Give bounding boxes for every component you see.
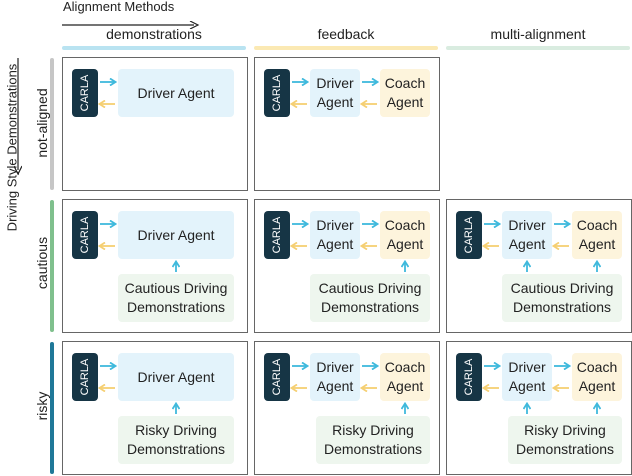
driver-agent-box: Driver Agent [310, 69, 360, 117]
risky-demonstrations-label: Risky Driving Demonstrations [515, 422, 615, 457]
driver-agent-box: Driver Agent [118, 211, 234, 259]
carla-box: CARLA [264, 211, 290, 259]
y-axis-arrow [13, 58, 23, 183]
coach-agent-label: Coach Agent [384, 75, 426, 110]
driver-agent-label: Driver Agent [137, 84, 215, 101]
driver-agent-label: Driver Agent [137, 226, 215, 243]
row-header-not-aligned: not-aligned [34, 88, 50, 158]
column-bar-demonstrations [62, 46, 246, 50]
carla-label: CARLA [79, 216, 91, 254]
carla-box: CARLA [72, 69, 98, 117]
x-axis-arrow [62, 16, 202, 34]
driver-agent-label: Driver Agent [316, 217, 354, 252]
column-bar-multi-alignment [446, 46, 630, 50]
column-header-demonstrations: demonstrations [106, 26, 202, 42]
driver-agent-label: Driver Agent [508, 359, 546, 394]
risky-demonstrations-box: Risky Driving Demonstrations [118, 416, 234, 464]
coach-agent-box: Coach Agent [380, 69, 430, 117]
driver-agent-label: Driver Agent [508, 217, 546, 252]
coach-agent-box: Coach Agent [380, 211, 430, 259]
row-bar-not-aligned [50, 58, 54, 190]
driver-agent-label: Driver Agent [137, 368, 215, 385]
coach-agent-label: Coach Agent [576, 359, 618, 394]
risky-demonstrations-box: Risky Driving Demonstrations [316, 416, 430, 464]
row-bar-cautious [50, 200, 54, 332]
coach-agent-box: Coach Agent [380, 353, 430, 401]
driver-agent-box: Driver Agent [502, 353, 552, 401]
driver-agent-label: Driver Agent [316, 75, 354, 110]
driver-agent-box: Driver Agent [118, 353, 234, 401]
cautious-demonstrations-box: Cautious Driving Demonstrations [118, 274, 234, 322]
row-header-cautious: cautious [34, 236, 50, 290]
column-header-multi-alignment: multi-alignment [490, 26, 586, 42]
cautious-demonstrations-box: Cautious Driving Demonstrations [310, 274, 430, 322]
risky-demonstrations-box: Risky Driving Demonstrations [508, 416, 622, 464]
carla-label: CARLA [463, 358, 475, 396]
row-bar-risky [50, 342, 54, 474]
carla-label: CARLA [79, 74, 91, 112]
cautious-demonstrations-label: Cautious Driving Demonstrations [510, 280, 614, 315]
cautious-demonstrations-label: Cautious Driving Demonstrations [124, 280, 228, 315]
coach-agent-box: Coach Agent [572, 211, 622, 259]
carla-label: CARLA [79, 358, 91, 396]
coach-agent-label: Coach Agent [384, 217, 426, 252]
coach-agent-label: Coach Agent [384, 359, 426, 394]
driver-agent-box: Driver Agent [310, 211, 360, 259]
driver-agent-box: Driver Agent [502, 211, 552, 259]
row-header-risky: risky [34, 391, 50, 421]
carla-label: CARLA [271, 358, 283, 396]
column-bar-feedback [254, 46, 438, 50]
risky-demonstrations-label: Risky Driving Demonstrations [126, 422, 226, 457]
driver-agent-box: Driver Agent [310, 353, 360, 401]
carla-box: CARLA [264, 353, 290, 401]
driver-agent-box: Driver Agent [118, 69, 234, 117]
carla-box: CARLA [72, 211, 98, 259]
x-axis-title: Alignment Methods [63, 0, 175, 14]
carla-label: CARLA [271, 74, 283, 112]
cautious-demonstrations-label: Cautious Driving Demonstrations [318, 280, 422, 315]
column-header-feedback: feedback [317, 26, 375, 42]
carla-box: CARLA [456, 353, 482, 401]
carla-box: CARLA [264, 69, 290, 117]
coach-agent-box: Coach Agent [572, 353, 622, 401]
carla-label: CARLA [271, 216, 283, 254]
driver-agent-label: Driver Agent [316, 359, 354, 394]
carla-box: CARLA [72, 353, 98, 401]
risky-demonstrations-label: Risky Driving Demonstrations [323, 422, 423, 457]
carla-box: CARLA [456, 211, 482, 259]
carla-label: CARLA [463, 216, 475, 254]
cautious-demonstrations-box: Cautious Driving Demonstrations [502, 274, 622, 322]
coach-agent-label: Coach Agent [576, 217, 618, 252]
